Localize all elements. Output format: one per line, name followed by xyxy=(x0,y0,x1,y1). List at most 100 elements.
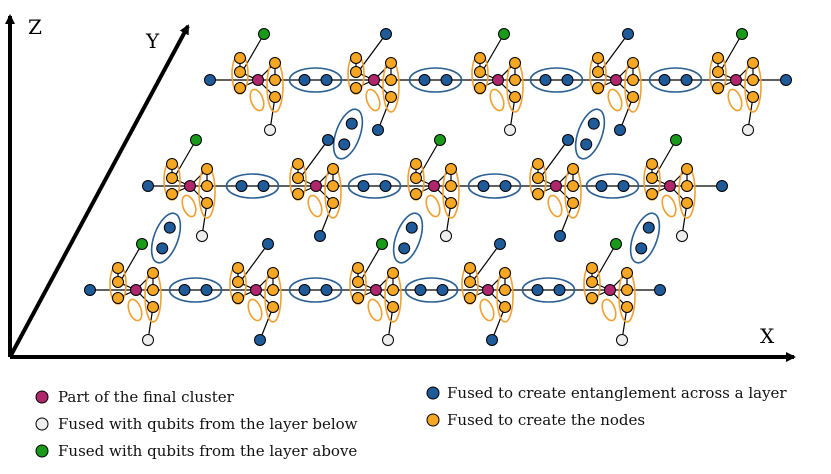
qubit-across xyxy=(561,74,574,86)
fusion-ellipse-interlayer xyxy=(574,108,606,160)
qubit-across xyxy=(257,180,270,192)
qubit-node xyxy=(474,66,486,78)
qubit-node xyxy=(627,91,639,103)
qubit-above xyxy=(376,238,388,250)
qubit-node xyxy=(592,82,604,94)
qubit-node xyxy=(327,163,339,175)
qubit-node xyxy=(410,188,422,200)
qubit-node xyxy=(747,74,759,86)
fusion-ellipse-across xyxy=(347,173,402,199)
qubit-node xyxy=(747,57,759,69)
qubit-across xyxy=(716,180,728,192)
qubit-node xyxy=(234,66,246,78)
qubit-node xyxy=(646,158,658,170)
qubit-below xyxy=(382,334,394,346)
qubit-cluster xyxy=(604,284,616,296)
legend-swatch-below xyxy=(35,417,49,431)
qubit-node xyxy=(592,52,604,64)
qubit-above xyxy=(136,238,148,250)
qubit-above xyxy=(258,28,270,40)
qubit-node xyxy=(232,262,244,274)
qubit-across xyxy=(614,124,626,136)
qubit-node xyxy=(410,172,422,184)
qubit-across xyxy=(178,284,191,296)
qubit-across xyxy=(320,284,333,296)
qubit-across xyxy=(322,134,334,146)
qubit-across xyxy=(580,138,593,151)
fusion-ellipse-node xyxy=(607,88,623,112)
qubit-node xyxy=(627,74,639,86)
qubit-node xyxy=(681,197,693,209)
qubit-cluster xyxy=(492,74,504,86)
qubit-cluster xyxy=(730,74,742,86)
legend-label-above: Fused with qubits from the layer above xyxy=(58,442,357,460)
legend-label-below: Fused with qubits from the layer below xyxy=(58,415,358,433)
fusion-ellipse-across xyxy=(467,173,522,199)
qubit-node xyxy=(166,158,178,170)
qubit-lattice xyxy=(84,28,792,346)
qubit-across xyxy=(587,117,600,130)
y-axis xyxy=(8,24,190,358)
qubit-across xyxy=(414,284,427,296)
qubit-node xyxy=(621,301,633,313)
qubit-across xyxy=(553,284,566,296)
fusion-ellipse-node xyxy=(127,298,143,322)
qubit-across xyxy=(298,74,311,86)
qubit-node xyxy=(267,301,279,313)
fusion-ellipse-node xyxy=(601,298,617,322)
qubit-node xyxy=(269,57,281,69)
qubit-node xyxy=(327,197,339,209)
qubit-node xyxy=(387,284,399,296)
legend-swatch-across xyxy=(426,386,440,400)
legend-item-cluster: Part of the final cluster xyxy=(35,388,235,406)
qubit-above xyxy=(610,238,622,250)
qubit-below xyxy=(196,230,208,242)
qubit-below xyxy=(264,124,276,136)
fusion-ellipse-node xyxy=(365,88,381,112)
qubit-across xyxy=(658,74,671,86)
legend-label-across: Fused to create entanglement across a la… xyxy=(447,384,787,402)
qubit-node xyxy=(464,276,476,288)
fusion-ellipse-node xyxy=(249,88,265,112)
qubit-node xyxy=(232,292,244,304)
qubit-node xyxy=(267,267,279,279)
qubit-node xyxy=(350,82,362,94)
bond xyxy=(653,139,677,179)
qubit-node xyxy=(509,74,521,86)
qubit-node xyxy=(586,292,598,304)
qubit-across xyxy=(531,284,544,296)
qubit-node xyxy=(681,180,693,192)
qubit-node xyxy=(474,82,486,94)
bond xyxy=(173,139,197,179)
bond xyxy=(357,33,387,73)
qubit-across xyxy=(654,284,666,296)
bond xyxy=(471,243,501,283)
qubit-below xyxy=(504,124,516,136)
qubit-node xyxy=(147,284,159,296)
bond xyxy=(719,33,743,73)
qubit-node xyxy=(166,172,178,184)
qubit-dots xyxy=(84,28,792,346)
qubit-across xyxy=(379,180,392,192)
z-axis-label: Z xyxy=(28,15,42,39)
qubit-node xyxy=(112,262,124,274)
qubit-node xyxy=(499,284,511,296)
qubit-node xyxy=(201,197,213,209)
fusion-ellipse-node xyxy=(367,298,383,322)
qubit-across xyxy=(262,238,274,250)
qubit-cluster xyxy=(184,180,196,192)
qubit-cluster xyxy=(130,284,142,296)
qubit-across xyxy=(477,180,490,192)
qubit-cluster xyxy=(310,180,322,192)
fusion-ellipse-across xyxy=(585,173,640,199)
qubit-across xyxy=(398,242,411,255)
qubit-node xyxy=(352,292,364,304)
fusion-ellipse-node xyxy=(181,194,197,218)
qubit-cluster xyxy=(370,284,382,296)
qubit-above xyxy=(498,28,510,40)
fusion-ellipse-interlayer xyxy=(629,212,661,264)
qubit-above xyxy=(434,134,446,146)
qubit-across xyxy=(780,74,792,86)
qubit-node xyxy=(621,284,633,296)
